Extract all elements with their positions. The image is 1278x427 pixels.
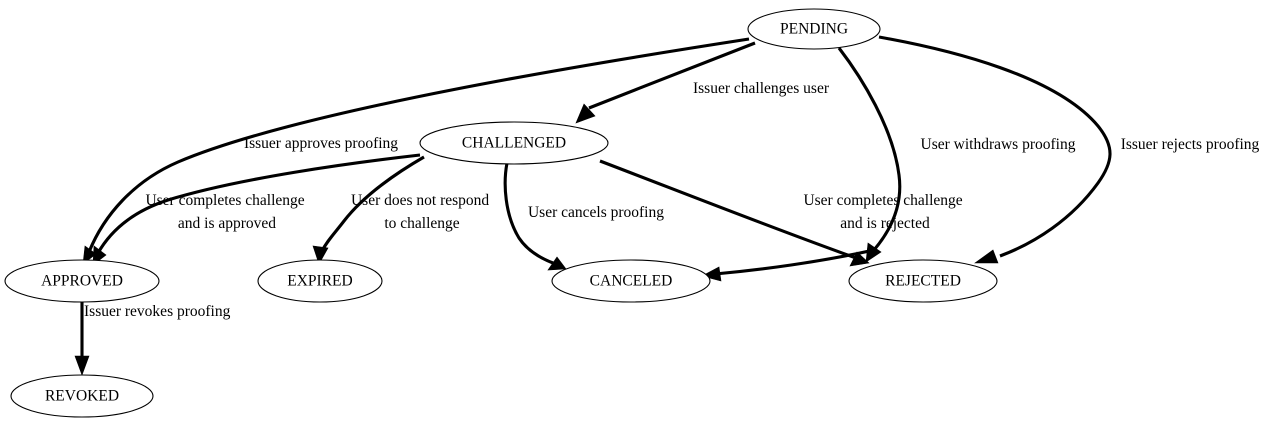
edge-label-line: to challenge bbox=[384, 215, 459, 232]
arrowhead-pending-rejected bbox=[974, 249, 999, 264]
edge-label-line: and is approved bbox=[178, 215, 276, 232]
node-canceled[interactable]: CANCELED bbox=[551, 259, 711, 303]
edge-path-pending-approved bbox=[87, 37, 750, 253]
edge-path-pending-canceled-tail bbox=[714, 248, 875, 276]
edge-label-line: Issuer rejects proofing bbox=[1121, 136, 1260, 153]
edge-label-line: User withdraws proofing bbox=[921, 136, 1076, 153]
edge-label-challenged-rejected: User completes challenge and is rejected bbox=[803, 192, 966, 232]
edge-path-challenged-approved bbox=[96, 153, 421, 254]
edge-label-line: Issuer revokes proofing bbox=[84, 303, 231, 320]
node-label-approved: APPROVED bbox=[41, 273, 123, 290]
edge-challenged-rejected: User completes challenge and is rejected bbox=[599, 159, 966, 267]
edge-pending-canceled: User withdraws proofing bbox=[837, 47, 1076, 263]
node-pending[interactable]: PENDING bbox=[747, 8, 881, 50]
edge-label-pending-approved: Issuer approves proofing bbox=[244, 135, 398, 152]
edge-path-challenged-expired bbox=[320, 155, 425, 252]
node-shape-approved[interactable] bbox=[4, 259, 160, 303]
edge-label-approved-revoked: Issuer revokes proofing bbox=[84, 303, 231, 320]
edge-label-line: Issuer approves proofing bbox=[244, 135, 398, 152]
edge-challenged-approved: User completes challenge and is approved bbox=[92, 153, 421, 266]
edge-label-line: Issuer challenges user bbox=[693, 80, 830, 97]
edge-pending-approved: Issuer approves proofing bbox=[82, 37, 750, 265]
edge-path-pending-challenged bbox=[588, 41, 756, 110]
edge-approved-revoked: Issuer revokes proofing bbox=[74, 302, 231, 376]
arrowhead-challenged-rejected bbox=[849, 251, 870, 267]
edge-label-line: User cancels proofing bbox=[528, 204, 664, 221]
node-expired[interactable]: EXPIRED bbox=[257, 259, 383, 303]
edge-path-pending-rejected bbox=[878, 35, 1112, 258]
node-label-expired: EXPIRED bbox=[287, 273, 352, 290]
node-challenged[interactable]: CHALLENGED bbox=[419, 121, 609, 165]
node-shape-challenged[interactable] bbox=[419, 121, 609, 165]
edge-label-pending-canceled: User withdraws proofing bbox=[921, 136, 1076, 153]
node-label-pending: PENDING bbox=[780, 21, 848, 38]
edge-label-challenged-expired: User does not respond to challenge bbox=[351, 192, 493, 232]
edge-label-line: User completes challenge bbox=[145, 192, 304, 209]
node-shape-revoked[interactable] bbox=[10, 374, 154, 418]
edge-label-pending-rejected: Issuer rejects proofing bbox=[1121, 136, 1260, 153]
edge-label-line: User does not respond bbox=[351, 192, 489, 209]
arrowhead-challenged-canceled bbox=[547, 256, 567, 271]
edge-path-challenged-canceled bbox=[503, 162, 554, 265]
node-shape-pending[interactable] bbox=[747, 8, 881, 50]
node-approved[interactable]: APPROVED bbox=[4, 259, 160, 303]
node-shape-expired[interactable] bbox=[257, 259, 383, 303]
node-shape-canceled[interactable] bbox=[551, 259, 711, 303]
edge-label-challenged-canceled: User cancels proofing bbox=[528, 204, 664, 221]
edge-path-pending-canceled bbox=[837, 47, 902, 252]
arrowhead-pending-challenged bbox=[575, 103, 596, 124]
edge-label-challenged-approved: User completes challenge and is approved bbox=[145, 192, 308, 232]
edge-challenged-canceled: User cancels proofing bbox=[503, 162, 664, 271]
node-revoked[interactable]: REVOKED bbox=[10, 374, 154, 418]
edge-label-pending-challenged: Issuer challenges user bbox=[693, 80, 830, 97]
edge-pending-challenged: Issuer challenges user bbox=[575, 41, 830, 124]
arrowhead-challenged-expired bbox=[312, 245, 329, 265]
node-label-rejected: REJECTED bbox=[885, 273, 961, 290]
edge-pending-canceled-tail bbox=[701, 248, 875, 282]
edge-path-challenged-rejected bbox=[599, 159, 857, 260]
node-shape-rejected[interactable] bbox=[848, 259, 998, 303]
arrowhead-canceled-inbound bbox=[701, 266, 722, 282]
node-label-canceled: CANCELED bbox=[590, 273, 673, 290]
edge-label-line: User completes challenge bbox=[803, 192, 962, 209]
node-rejected[interactable]: REJECTED bbox=[848, 259, 998, 303]
node-label-revoked: REVOKED bbox=[45, 388, 119, 405]
edge-label-line: and is rejected bbox=[840, 215, 930, 232]
arrowhead-approved-revoked bbox=[74, 355, 90, 376]
node-label-challenged: CHALLENGED bbox=[462, 135, 566, 152]
edge-challenged-expired: User does not respond to challenge bbox=[312, 155, 493, 265]
edge-pending-rejected: Issuer rejects proofing bbox=[878, 35, 1260, 264]
